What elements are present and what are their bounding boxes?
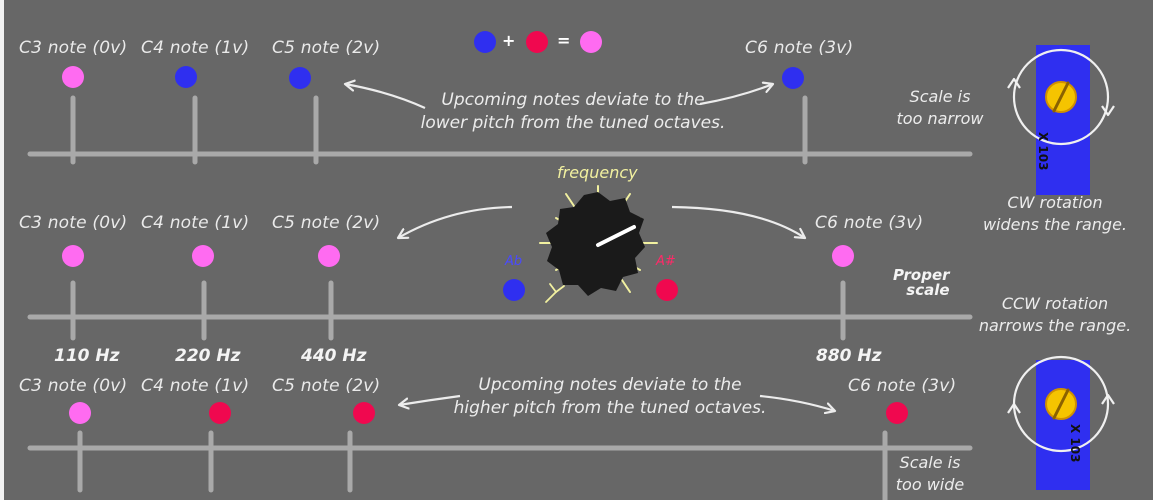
row3-label-c5: C5 note (2v) (272, 376, 381, 396)
ccw-caption-line1: CCW rotation (1001, 294, 1109, 313)
row2-staff (27, 245, 973, 341)
cw-caption-line1: CW rotation (1007, 193, 1103, 212)
row2-hz-c5: 440 Hz (301, 346, 367, 366)
row2-label-c3: C3 note (0v) (19, 213, 128, 233)
trimmer-top[interactable] (1007, 45, 1115, 195)
row3-label-c6: C6 note (3v) (848, 376, 957, 396)
row3-dot-c3 (69, 402, 91, 424)
trimmer-bottom-arrow-left (1007, 402, 1021, 414)
row2-label-c5: C5 note (2v) (272, 213, 381, 233)
proper-scale-line2: scale (906, 281, 950, 299)
row1-side-line2: too narrow (896, 109, 984, 128)
row3-side-note: Scale is too wide (885, 452, 975, 496)
row1-label-c6: C6 note (3v) (745, 38, 854, 58)
row1-staff (27, 66, 973, 165)
row3-arrow-left (399, 394, 461, 405)
legend-red-dot (526, 31, 548, 53)
knob-label: frequency (557, 163, 638, 182)
row1-side-line1: Scale is (909, 87, 971, 106)
row1-side-note: Scale is too narrow (885, 86, 995, 130)
legend (474, 31, 602, 53)
proper-scale-line1: Proper (893, 266, 950, 284)
trimmer-bottom-body (1036, 360, 1090, 490)
sharp-dot (656, 279, 678, 301)
row2-dot-c4 (192, 245, 214, 267)
cw-caption-line2: widens the range. (982, 215, 1128, 234)
row1-label-c3: C3 note (0v) (19, 38, 128, 58)
trimmer-bottom-slot (1052, 388, 1070, 420)
legend-pink-dot (580, 31, 602, 53)
legend-plus: + (502, 31, 516, 50)
row1-dot-c3 (62, 66, 84, 88)
row1-dot-c5 (289, 67, 311, 89)
row3-label-c4: C4 note (1v) (141, 376, 250, 396)
row3-dot-c5 (353, 402, 375, 424)
frequency-knob[interactable] (503, 185, 678, 303)
row1-label-c5: C5 note (2v) (272, 38, 381, 58)
row3-side-line1: Scale is (899, 453, 961, 472)
row3-dot-c6 (886, 402, 908, 424)
legend-blue-dot (474, 31, 496, 53)
trimmer-top-slot (1052, 81, 1070, 113)
tuning-fork-icon (545, 283, 565, 303)
row3-message-line1: Upcoming notes deviate to the (478, 375, 742, 395)
ccw-caption: CCW rotation narrows the range. (960, 293, 1150, 337)
ccw-caption-line2: narrows the range. (978, 316, 1132, 335)
row2-hz-c4: 220 Hz (175, 346, 241, 366)
flat-label: Ab (505, 254, 523, 269)
row1-arrow-right (699, 84, 773, 106)
row3-label-c3: C3 note (0v) (19, 376, 128, 396)
row3-arrow-right (759, 394, 835, 411)
trimmer-bottom-label: X 103 (1068, 424, 1082, 463)
row3-staff (27, 402, 973, 500)
row1-message-line1: Upcoming notes deviate to the (441, 90, 705, 110)
row2-arrow-right (671, 205, 805, 238)
row1-dot-c6 (782, 67, 804, 89)
knob-body (546, 192, 645, 296)
trimmer-bottom-arrow-right (1101, 393, 1115, 405)
row1-arrow-left (345, 84, 426, 110)
flat-dot (503, 279, 525, 301)
row3-message-line2: higher pitch from the tuned octaves. (453, 398, 767, 418)
cw-caption: CW rotation widens the range. (960, 192, 1150, 236)
row3-side-line2: too wide (895, 475, 965, 494)
trimmer-bottom[interactable] (1007, 355, 1115, 490)
trimmer-top-ring (1012, 48, 1110, 146)
row2-hz-c6: 880 Hz (816, 346, 882, 366)
sharp-label: A# (656, 254, 676, 269)
trimmer-top-arrow-down (1101, 105, 1115, 117)
row1-dot-c4 (175, 66, 197, 88)
row2-label-c6: C6 note (3v) (815, 213, 924, 233)
row1-message: Upcoming notes deviate to the lower pitc… (408, 89, 738, 135)
row1-label-c4: C4 note (1v) (141, 38, 250, 58)
row2-dot-c6 (832, 245, 854, 267)
left-border (0, 0, 4, 500)
row2-arrow-left (398, 205, 513, 238)
row3-message: Upcoming notes deviate to the higher pit… (445, 374, 775, 420)
row2-dot-c3 (62, 245, 84, 267)
row3-dot-c4 (209, 402, 231, 424)
row2-label-c4: C4 note (1v) (141, 213, 250, 233)
proper-scale-label: Proper scale (893, 268, 950, 298)
row1-message-line2: lower pitch from the tuned octaves. (420, 113, 726, 133)
trimmer-top-body (1036, 45, 1090, 195)
legend-equals: = (557, 31, 571, 50)
row2-dot-c5 (318, 245, 340, 267)
row2-hz-c3: 110 Hz (54, 346, 120, 366)
trimmer-top-label: X 103 (1036, 132, 1050, 171)
knob-pointer (596, 225, 636, 247)
trimmer-top-arrow-up (1007, 77, 1021, 89)
